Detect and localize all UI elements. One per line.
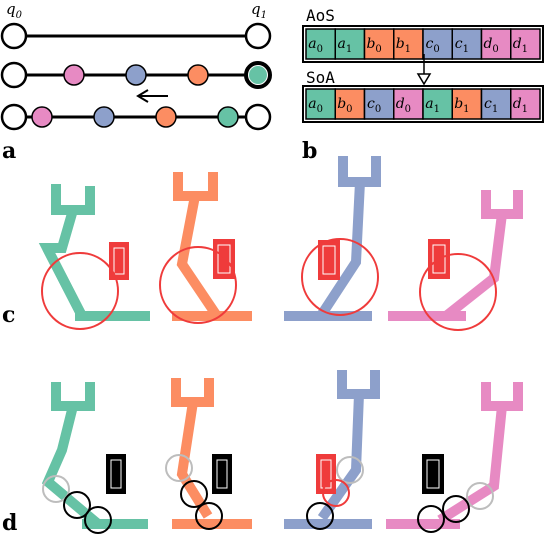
collision-circle (180, 480, 208, 508)
memory-cell-b1: b1 (451, 88, 483, 120)
aos-label: AoS (306, 6, 335, 25)
memory-cell-label: d0 (483, 36, 498, 55)
memory-cell-label: d1 (513, 36, 528, 55)
panel-label-b: b (302, 138, 317, 164)
collision-circle (41, 252, 119, 330)
memory-cell-label: b0 (366, 36, 381, 55)
path-row-3 (0, 103, 272, 131)
panel-c: c (2, 156, 523, 331)
panel-b: AoS a0 a1 b0 b1 c0 c1 d0 d1 SoA a0 b0 c0 d0 a1 b1 c1 d… (302, 6, 544, 164)
memory-cell-d1: d1 (510, 88, 541, 120)
collision-circle (195, 502, 223, 530)
memory-cell-a0: a0 (305, 28, 336, 60)
sample-d (63, 64, 85, 86)
memory-cell-label: a1 (425, 96, 440, 115)
collision-circle (301, 238, 379, 316)
ghost-collision-circle (466, 482, 494, 510)
start-node (0, 103, 28, 131)
memory-cell-label: d0 (396, 96, 411, 115)
memory-frame (302, 25, 544, 63)
soa-memory-row: a0 b0 c0 d0 a1 b1 c1 d1 (302, 85, 544, 123)
aos-memory-row: a0 a1 b0 b1 c0 c1 d0 d1 (302, 25, 544, 63)
ghost-collision-circle (42, 475, 70, 503)
memory-cell-b0: b0 (334, 88, 366, 120)
memory-cell-label: c0 (367, 96, 381, 115)
sample-b (187, 64, 209, 86)
start-node (0, 61, 28, 89)
collision-circle (306, 502, 334, 530)
memory-cell-label: b1 (454, 96, 469, 115)
panel-label-d: d (2, 510, 17, 536)
collision-circle (419, 253, 497, 331)
sample-a (249, 66, 267, 84)
sample-d (31, 106, 53, 128)
memory-cell-label: b1 (396, 36, 411, 55)
robot-arm-orange (171, 378, 252, 529)
robot-arm-blue (284, 156, 381, 321)
memory-cell-c0: c0 (363, 88, 395, 120)
obstacle-2 (213, 239, 235, 279)
obstacle-3 (318, 240, 340, 280)
label-q0: q0 (6, 0, 23, 21)
robot-arm-pink (388, 190, 523, 321)
memory-cell-d0: d0 (480, 28, 512, 60)
collision-circle (84, 506, 112, 534)
ghost-collision-circle (336, 456, 364, 484)
memory-cell-label: c1 (455, 36, 469, 55)
aos-to-soa-arrow (416, 54, 432, 86)
collision-circle (442, 495, 470, 523)
memory-cell-label: c1 (484, 96, 498, 115)
panel-a: q0 q1 (0, 0, 272, 164)
obstacle-1 (109, 242, 129, 280)
ghost-collision-circle (165, 454, 193, 482)
label-q1: q1 (251, 0, 267, 21)
robot-arm-pink (386, 382, 523, 529)
memory-cell-c0: c0 (422, 28, 453, 60)
panel-label-c: c (2, 302, 15, 328)
left-arrow (136, 89, 168, 103)
collision-circle (417, 505, 445, 533)
panel-label-a: a (2, 138, 16, 164)
goal-node (244, 103, 272, 131)
panel-d: d (2, 370, 523, 536)
memory-cell-label: a0 (308, 36, 323, 55)
memory-cell-c1: c1 (480, 88, 512, 120)
soa-label: SoA (306, 68, 335, 87)
memory-cell-c1: c1 (451, 28, 483, 60)
collision-circle (159, 246, 237, 324)
sample-c (125, 64, 147, 86)
robot-arm-green (38, 184, 150, 321)
sample-c (93, 106, 115, 128)
robot-arm-orange (172, 172, 252, 321)
memory-cell-label: a1 (338, 36, 353, 55)
memory-frame (302, 85, 544, 123)
memory-cell-label: a0 (308, 96, 323, 115)
path-row-1 (0, 22, 272, 50)
memory-cell-a1: a1 (334, 28, 366, 60)
memory-cell-b0: b0 (363, 28, 395, 60)
memory-cell-label: d1 (513, 96, 528, 115)
memory-cell-label: c0 (426, 36, 440, 55)
collision-circle-hit (322, 479, 350, 507)
memory-cell-a0: a0 (305, 88, 336, 120)
sample-b (155, 106, 177, 128)
memory-cell-d0: d0 (393, 88, 424, 120)
collision-circle (63, 491, 91, 519)
start-node (0, 22, 28, 50)
robot-arm-green (41, 382, 148, 529)
goal-node (244, 22, 272, 50)
robot-arm-blue (284, 370, 380, 529)
memory-cell-d1: d1 (510, 28, 541, 60)
memory-cell-a1: a1 (422, 88, 453, 120)
memory-cell-label: b0 (337, 96, 352, 115)
sample-a (217, 106, 239, 128)
path-row-2 (0, 61, 272, 89)
memory-cell-b1: b1 (393, 28, 424, 60)
